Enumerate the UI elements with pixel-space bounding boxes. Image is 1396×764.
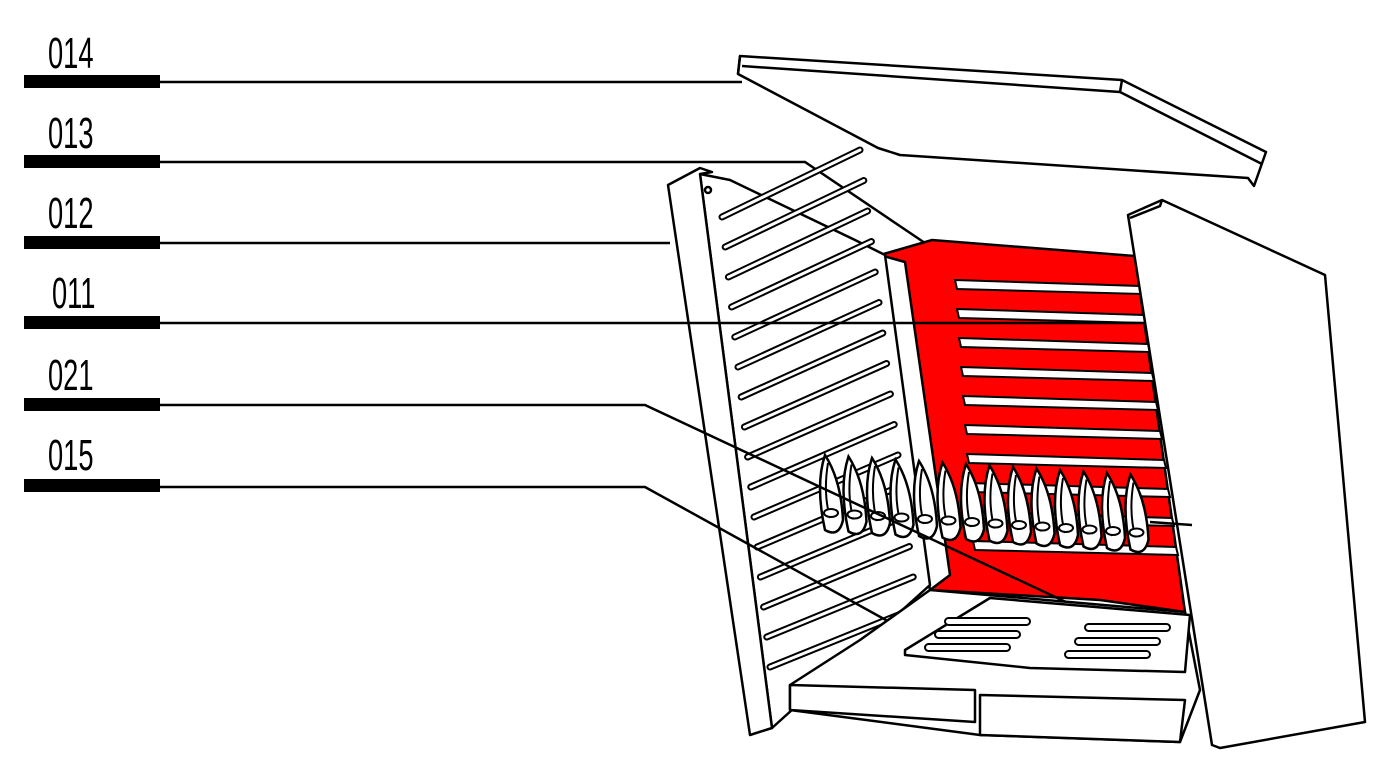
callout-012: 012 [24,188,670,249]
slot [965,452,1168,470]
slot-inner [730,240,873,309]
side-slots [718,146,921,671]
grate-slots [924,617,1171,659]
slot-inner [723,179,866,249]
burner-nozzle [1058,523,1074,533]
burner-nozzle [1081,524,1098,535]
slot [924,643,1011,652]
slot-inner [733,270,877,339]
burner-nozzle [1105,526,1121,536]
callout-bar [24,398,160,411]
floor-part-015 [788,588,1202,744]
slot-inner [746,392,892,459]
burner-nozzle [1034,521,1051,532]
callout-015: 015 [24,430,160,492]
callout-bar [24,479,160,492]
slot [934,630,1021,639]
callout-021: 021 [24,350,160,411]
leader-line [160,160,926,245]
callout-label: 021 [48,350,94,399]
callout-bar [24,155,160,168]
callout-label: 014 [48,28,94,77]
callout-bar [24,316,160,329]
callout-label: 013 [48,108,94,157]
lid-part-014 [736,54,1268,188]
slot-inner [726,209,870,279]
slot [944,617,1031,626]
callout-label: 011 [52,268,95,317]
burner-nozzle [846,509,863,520]
burner-nozzle [1011,520,1027,530]
leader-line-021 [160,403,1116,627]
burner-nozzle [987,518,1004,529]
callout-014: 014 [24,28,742,88]
callout-label: 015 [48,430,94,479]
burner-nozzle [1128,527,1145,538]
slot-inner [749,423,896,489]
callout-011: 011 [24,268,160,329]
slot [963,423,1164,441]
burner-nozzle [893,512,910,523]
burner-nozzle [823,508,839,518]
slot [1074,637,1161,646]
slot-inner [736,301,881,369]
callout-bar [24,236,160,249]
callout-013: 013 [24,108,926,245]
burner-row-part-021 [818,452,1150,554]
slot [1084,623,1171,632]
slot-inner [765,575,915,639]
burner-nozzle [964,517,980,527]
callout-bar [24,75,160,88]
burner-nozzle [940,515,957,526]
leader-line-015 [160,485,923,642]
callout-label: 012 [48,188,94,237]
slot-inner [762,545,911,609]
slot [1064,650,1151,659]
slot-inner [739,331,885,399]
right-panel [1126,198,1367,750]
burner-nozzle [917,514,933,524]
slot-inner [742,362,889,429]
slot-inner [720,148,862,219]
side-panel-part-012 [666,146,932,737]
